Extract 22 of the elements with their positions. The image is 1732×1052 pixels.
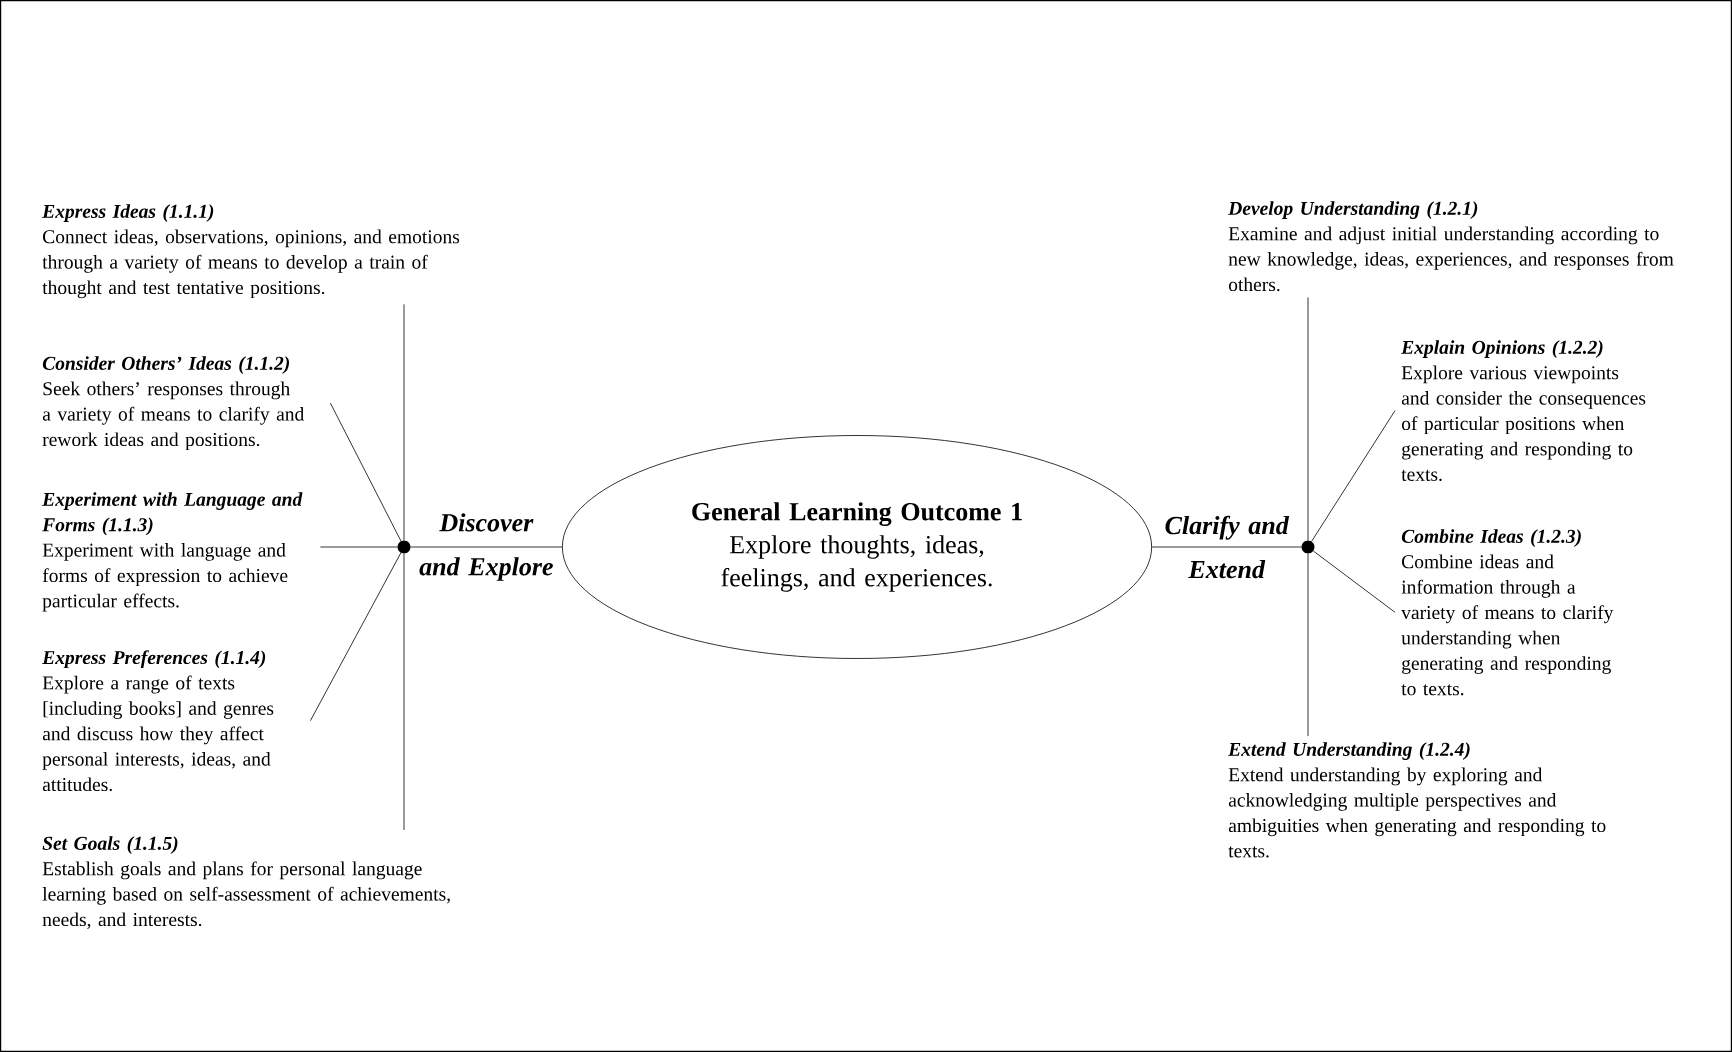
connector-line bbox=[1151, 546, 1302, 548]
outcome-text: Experiment with Language and Forms (1.1.3) Experiment with language and forms of expression to achieve particular effects. bbox=[42, 492, 303, 612]
connector-line bbox=[330, 402, 402, 542]
connector-line bbox=[1311, 410, 1396, 542]
outcome-text: Consider Others’ Ideas (1.1.2) Seek others’ responses through a variety of means to clarify and rework ideas and positions. bbox=[42, 356, 305, 451]
connector-line bbox=[1307, 297, 1309, 541]
outcome-text: Combine Ideas (1.2.3) Combine ideas and information through a variety of means to clarify understanding when generating and responding to texts. bbox=[1401, 529, 1614, 696]
connector-line bbox=[320, 546, 398, 548]
edge-label: Clarify and Extend bbox=[1165, 515, 1290, 579]
edge-label: Discover and Explore bbox=[419, 513, 553, 581]
outcome-text: Develop Understanding (1.2.1) Examine and adjust initial understanding according to new knowledge, ideas, experiences, and responses from others. bbox=[1228, 201, 1674, 292]
outcome-text: Express Preferences (1.1.4) Explore a range of texts [including books] and genres and discuss how they affect personal interests, ideas, and attitudes. bbox=[42, 650, 274, 792]
outcome-text: Set Goals (1.1.5) Establish goals and plans for personal language learning based on self-assessment of achievements, needs, and interests. bbox=[42, 836, 450, 929]
outcome-text: Explain Opinions (1.2.2) Explore various viewpoints and consider the consequences of particular positions when generating and responding to texts. bbox=[1401, 340, 1646, 481]
connector-line bbox=[403, 303, 405, 541]
connector-line bbox=[1312, 550, 1396, 613]
connector-line bbox=[410, 546, 563, 548]
connector-line bbox=[403, 553, 405, 831]
connector-line bbox=[310, 552, 402, 722]
connector-line bbox=[1307, 553, 1309, 737]
outcome-text: Extend Understanding (1.2.4) Extend understanding by exploring and acknowledging multiple perspectives and ambiguities when generating and responding to texts. bbox=[1228, 742, 1606, 858]
outcome-text: Express Ideas (1.1.1) Connect ideas, observations, opinions, and emotions through a variety of means to develop a train of thought and test tentative positions. bbox=[42, 204, 460, 299]
